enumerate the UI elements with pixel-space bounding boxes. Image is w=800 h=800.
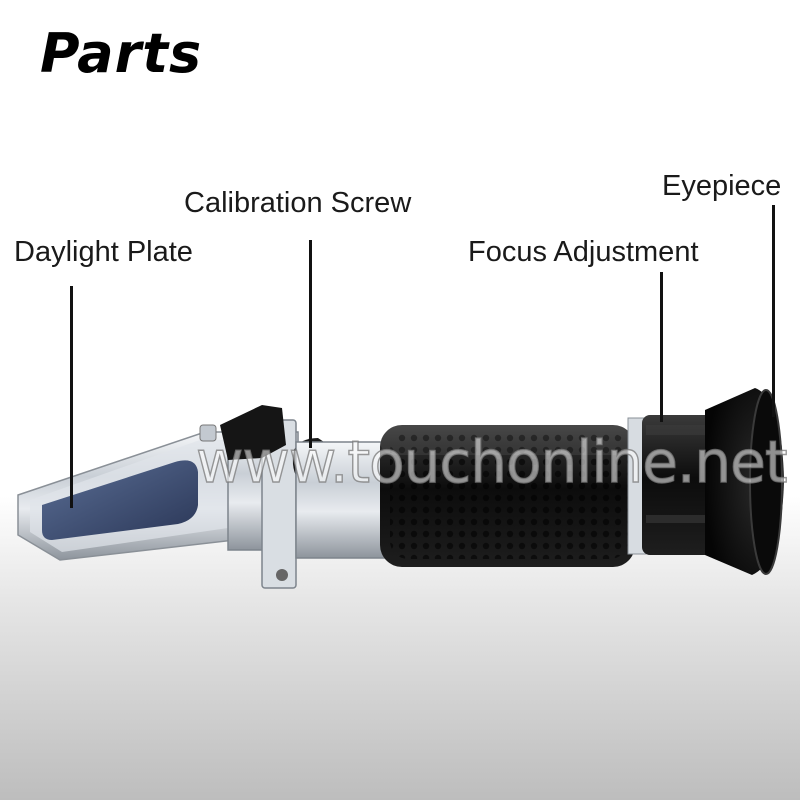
leader-focus-adjustment: [660, 272, 663, 422]
daylight-plate-assembly: [17, 424, 236, 561]
focus-ring: [627, 415, 720, 555]
calibration-cover: [220, 405, 286, 460]
rubber-grip: [380, 425, 635, 567]
page-title: Parts: [40, 22, 203, 85]
eyepiece-cup: [705, 388, 784, 575]
label-calibration-screw: Calibration Screw: [184, 187, 412, 219]
chrome-barrel: [295, 441, 397, 559]
watermark: www.touchonline.net: [195, 427, 788, 496]
daylight-plate: [42, 460, 198, 540]
label-focus-adjustment: Focus Adjustment: [468, 236, 699, 268]
leader-calibration-screw: [309, 240, 312, 448]
label-eyepiece: Eyepiece: [662, 170, 782, 202]
leader-eyepiece: [772, 205, 775, 417]
label-daylight-plate: Daylight Plate: [14, 236, 193, 268]
leader-daylight-plate: [70, 286, 73, 508]
